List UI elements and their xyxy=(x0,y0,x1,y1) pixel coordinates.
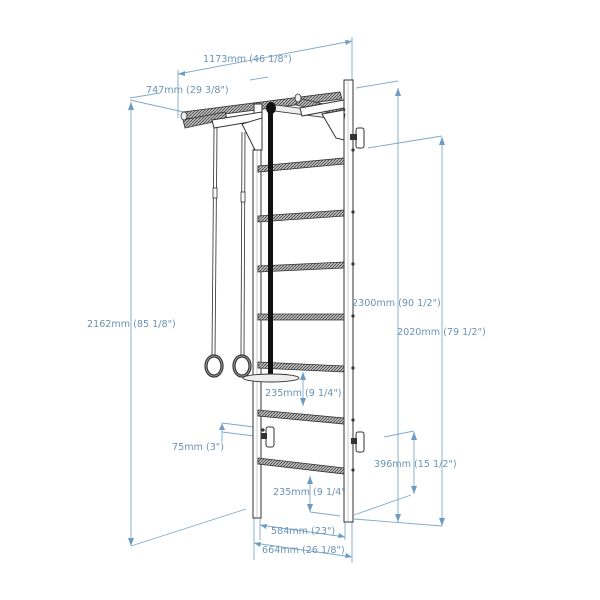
dimension-labels: 1173mm (46 1/8") 747mm (29 3/8") 2162mm … xyxy=(87,54,486,556)
wall-brackets xyxy=(261,127,365,453)
label-pullup-depth: 747mm (29 3/8") xyxy=(146,85,229,96)
gymnastic-rings xyxy=(204,127,252,378)
climbing-rope xyxy=(266,102,276,381)
label-bracket-height: 396mm (15 1/2") xyxy=(374,459,457,470)
label-pullup-width: 1173mm (46 1/8") xyxy=(203,54,292,65)
label-wall-height: 2020mm (79 1/2") xyxy=(397,327,486,338)
label-rung-spacing-lower: 235mm (9 1/4" xyxy=(273,487,346,498)
label-height-rings: 2162mm (85 1/8") xyxy=(87,319,176,330)
pull-up-bar xyxy=(180,91,346,151)
label-bracket-offset: 75mm (3") xyxy=(172,442,224,453)
label-inner-width: 584mm (23") xyxy=(271,526,335,537)
label-outer-width: 664mm (26 1/8") xyxy=(262,545,345,556)
rungs xyxy=(257,157,345,475)
label-total-height: 2300mm (90 1/2") xyxy=(352,298,441,309)
trapeze-bar xyxy=(242,373,300,383)
label-rung-spacing-upper: 235mm (9 1/4") xyxy=(265,388,342,399)
ladder-frame xyxy=(252,79,355,523)
